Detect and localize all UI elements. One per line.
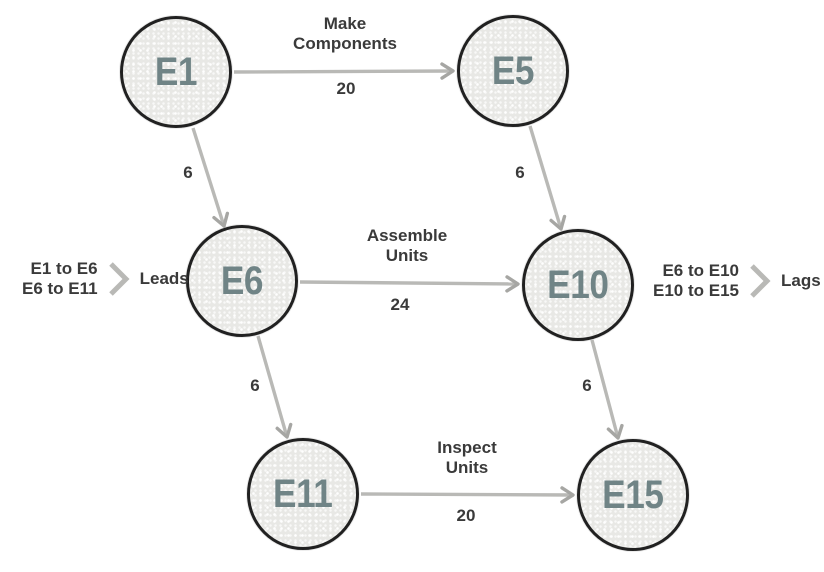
edge-e11-e15-arrow <box>360 486 575 504</box>
edge-e1-e5-duration-label: 20 <box>336 79 356 98</box>
edge-e1-e6-arrow <box>191 127 230 228</box>
edge-e1-e6-duration-label: 6 <box>183 163 193 182</box>
node-e1-label: E1 <box>154 49 198 94</box>
node-e6: E6 <box>186 225 298 337</box>
edge-e11-e15-activity-label: Inspect Units <box>437 438 497 478</box>
lags-line-1: E6 to E10 <box>662 261 739 280</box>
leads-line-2: E6 to E11 <box>22 279 98 299</box>
node-e15: E15 <box>577 439 689 551</box>
lags-label: Lags <box>781 271 821 291</box>
edge-e11-e15-duration-label: 20 <box>456 506 476 525</box>
node-e5-label: E5 <box>491 48 535 93</box>
edge-e10-e15-arrow <box>590 339 624 440</box>
leads-chevron-icon <box>107 259 131 299</box>
edge-e6-e10-duration-label: 24 <box>390 295 410 314</box>
edge-e10-e15-duration-label: 6 <box>582 376 592 395</box>
edge-e6-e10-activity-label: Assemble Units <box>366 226 448 266</box>
node-e10: E10 <box>522 229 634 341</box>
lags-annotation: E6 to E10 E10 to E15 Lags <box>653 261 821 301</box>
edge-e6-e10-arrow <box>299 275 520 293</box>
node-e11-label: E11 <box>273 471 333 516</box>
node-e5: E5 <box>457 15 569 127</box>
edge-e5-e10-arrow <box>528 125 567 231</box>
node-e15-label: E15 <box>602 472 664 517</box>
edge-e6-e11-arrow <box>256 335 293 439</box>
leads-annotation-lines: E1 to E6 E6 to E11 <box>22 259 98 299</box>
node-e10-label: E10 <box>547 262 609 307</box>
lags-line-2: E10 to E15 <box>653 281 739 301</box>
lags-chevron-icon <box>748 261 772 301</box>
edge-e5-e10-duration-label: 6 <box>515 163 525 182</box>
node-e6-label: E6 <box>220 258 264 303</box>
node-e1: E1 <box>120 16 232 128</box>
edge-e6-e11-duration-label: 6 <box>250 376 260 395</box>
lags-annotation-lines: E6 to E10 E10 to E15 <box>653 261 739 301</box>
edge-e1-e5-arrow <box>233 62 455 80</box>
leads-label: Leads <box>139 269 189 289</box>
node-e11: E11 <box>247 438 359 550</box>
leads-annotation: E1 to E6 E6 to E11 Leads <box>22 259 189 299</box>
edge-e1-e5-activity-label: Make Components <box>293 14 397 54</box>
leads-line-1: E1 to E6 <box>30 259 98 278</box>
